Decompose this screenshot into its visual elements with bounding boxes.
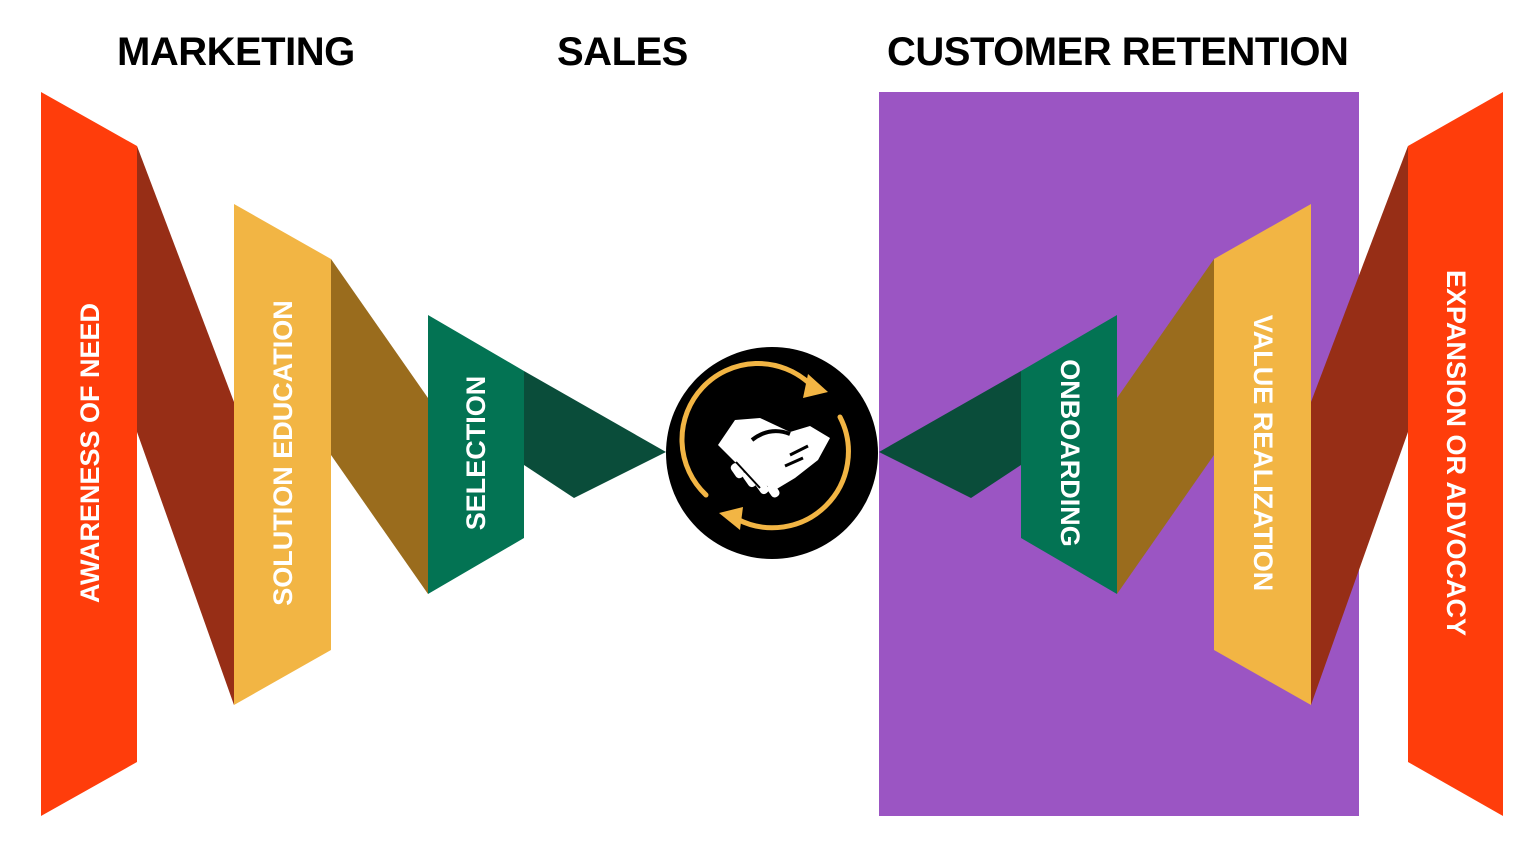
connector-education-selection <box>331 259 428 594</box>
connector-awareness-education <box>137 146 234 705</box>
stage-value-panel <box>1214 204 1311 705</box>
stage-selection-panel <box>428 315 524 594</box>
stage-onboarding-panel <box>1021 315 1117 594</box>
stage-awareness-label: AWARENESS OF NEED <box>75 303 105 603</box>
connector-value-onboarding <box>1117 259 1214 594</box>
stage-education-panel <box>234 204 331 705</box>
connector-expansion-value <box>1311 146 1408 705</box>
stage-value-label: VALUE REALIZATION <box>1248 315 1278 592</box>
connector-onboarding-center <box>879 371 1021 498</box>
heading-marketing: MARKETING <box>117 30 355 74</box>
heading-sales: SALES <box>557 30 688 74</box>
stage-expansion-panel <box>1408 92 1503 816</box>
stage-onboarding-label: ONBOARDING <box>1055 359 1085 547</box>
stage-expansion-label: EXPANSION OR ADVOCACY <box>1441 270 1471 636</box>
connector-selection-center <box>524 371 666 498</box>
heading-customer-retention: CUSTOMER RETENTION <box>887 30 1349 74</box>
stage-awareness-panel <box>41 92 137 816</box>
handshake-cycle-icon <box>666 347 878 559</box>
stage-selection-label: SELECTION <box>461 376 491 531</box>
stage-education-label: SOLUTION EDUCATION <box>268 300 298 606</box>
